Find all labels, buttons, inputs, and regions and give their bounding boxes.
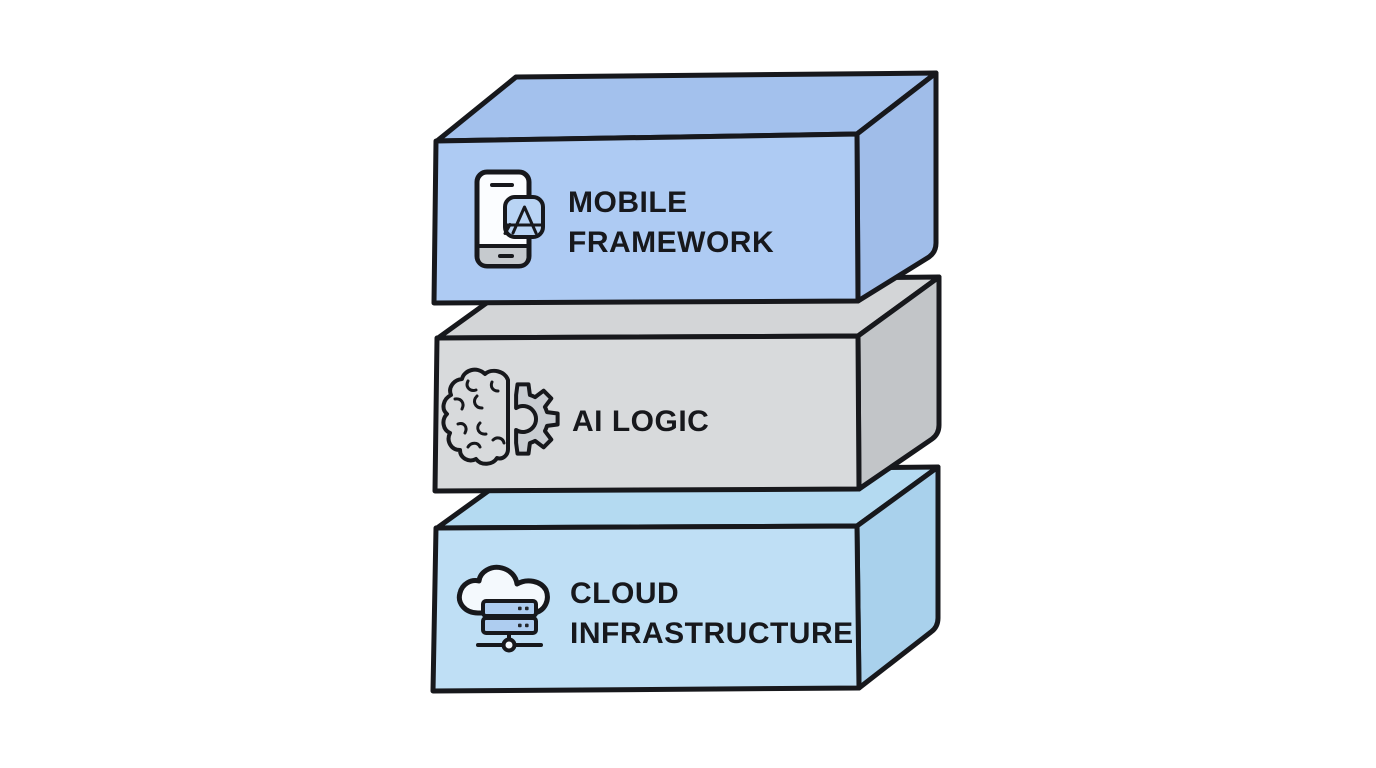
cloud-infrastructure-side-face [854,464,941,691]
layer-mobile-framework: MOBILE FRAMEWORK [431,70,939,306]
layer-cloud-infrastructure: CLOUD INFRASTRUCTURE [430,464,941,694]
cloud-infrastructure-label-line1: CLOUD [570,577,679,610]
mobile-framework-side-face [854,70,939,304]
cloud-infrastructure-front-face [430,523,862,694]
brain-fold-lines [453,379,506,449]
gear-half-icon [514,382,560,456]
mobile-framework-front-face [431,131,861,306]
cloud-infrastructure-label-line2: INFRASTRUCTURE [570,617,854,650]
brain-half-icon [441,367,510,466]
cloud-server-icon [456,564,550,653]
brain-gear-icon [441,367,560,466]
app-store-a-glyph [503,205,543,235]
ai-logic-label-line1: AI LOGIC [572,405,709,438]
mobile-framework-label-line1: MOBILE [568,186,688,219]
app-store-badge [503,195,545,239]
server-rack-2 [481,616,538,635]
network-node [501,637,517,653]
ai-logic-front-face [432,333,862,494]
mobile-framework-label-line2: FRAMEWORK [568,226,774,259]
layer-ai-logic: AI LOGIC [432,274,942,494]
ai-logic-side-face [855,274,942,492]
server-led-dots [518,606,529,628]
smartphone-app-store-icon [474,169,545,269]
